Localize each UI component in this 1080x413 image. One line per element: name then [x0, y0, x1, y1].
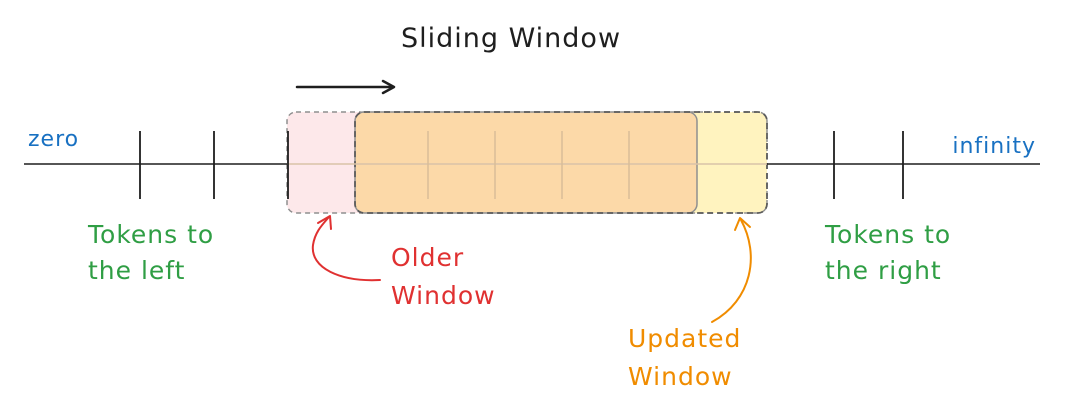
left-tokens-label-line2: the left	[88, 256, 185, 285]
outer-ticks	[139, 131, 904, 199]
updated-window-label-line1: Updated	[628, 324, 741, 353]
right-tokens-label-line2: the right	[825, 256, 942, 285]
axis-end-label: infinity	[952, 134, 1036, 159]
current-window-box	[354, 111, 698, 214]
diagram-title: Sliding Window	[401, 23, 621, 54]
window-ticks	[427, 131, 630, 199]
updated-window-pointer-arrow	[711, 217, 752, 323]
right-tokens-label-line1: Tokens to	[824, 220, 951, 249]
axis-start-label: zero	[28, 127, 79, 152]
updated-window-box	[679, 111, 768, 214]
older-window-label-line1: Older	[391, 243, 464, 272]
slide-direction-arrow	[295, 79, 396, 95]
updated-window-label-line2: Window	[628, 362, 733, 391]
sliding-window-outline	[354, 111, 768, 214]
older-window-label-line2: Window	[391, 281, 496, 310]
left-tokens-label-line1: Tokens to	[87, 220, 214, 249]
older-window-pointer-arrow	[311, 215, 381, 282]
